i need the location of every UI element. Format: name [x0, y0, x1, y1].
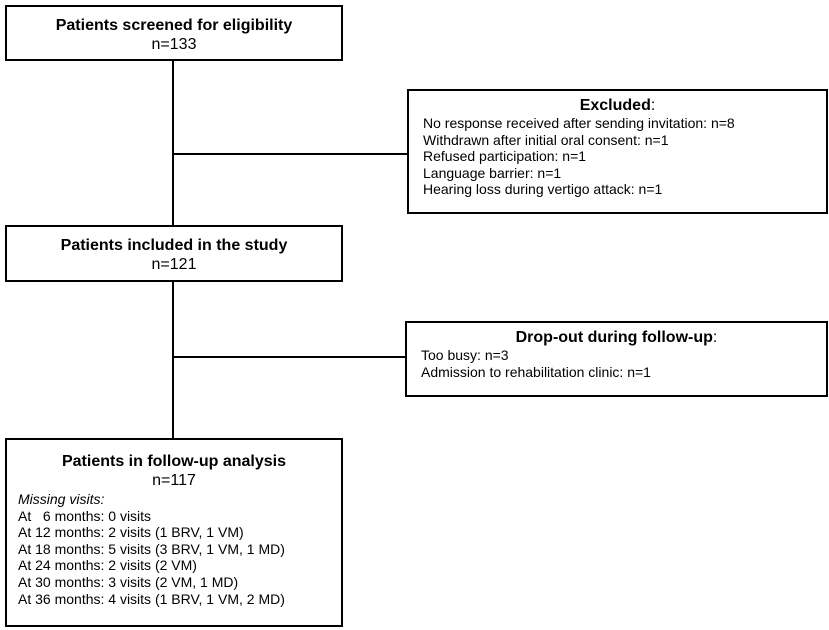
dropout-reason: Too busy: n=3 — [421, 347, 509, 363]
screened-title: Patients screened for eligibility — [55, 17, 293, 34]
excluded-reason: Language barrier: n=1 — [423, 164, 562, 181]
excluded-title: Excluded — [579, 97, 651, 114]
missing-visit-row: At 18 months: 5 visits (3 BRV, 1 VM, 1 M… — [18, 540, 285, 557]
dropout-heading: Drop-out during follow-up: — [421, 328, 826, 347]
connector-to-excluded — [172, 153, 408, 155]
excluded-reason: Withdrawn after initial oral consent: n=… — [423, 131, 669, 148]
included-box: Patients included in the study n=121 — [5, 225, 343, 282]
excluded-reason: Hearing loss during vertigo attack: n=1 — [423, 181, 663, 198]
followup-box: Patients in follow-up analysis n=117 Mis… — [5, 438, 343, 627]
followup-count: n=117 — [152, 472, 196, 489]
connector-included-to-followup — [172, 281, 174, 439]
connector-screened-to-included — [172, 59, 174, 227]
screened-box: Patients screened for eligibility n=133 — [5, 5, 343, 61]
excluded-box: Excluded: No response received after sen… — [407, 89, 828, 214]
missing-visit-row: At 6 months: 0 visits — [18, 507, 152, 524]
included-title: Patients included in the study — [60, 237, 288, 254]
excluded-reason: No response received after sending invit… — [423, 115, 735, 131]
dropout-title-colon: : — [712, 329, 718, 346]
excluded-heading: Excluded: — [423, 96, 826, 115]
followup-title: Patients in follow-up analysis — [61, 453, 287, 470]
dropout-title: Drop-out during follow-up — [515, 329, 713, 346]
dropout-reason: Admission to rehabilitation clinic: n=1 — [421, 363, 651, 380]
missing-visits-label: Missing visits: — [18, 491, 105, 507]
dropout-box: Drop-out during follow-up: Too busy: n=3… — [405, 321, 828, 397]
missing-visit-row: At 24 months: 2 visits (2 VM) — [18, 557, 197, 574]
screened-count: n=133 — [151, 36, 197, 53]
missing-visit-row: At 36 months: 4 visits (1 BRV, 1 VM, 2 M… — [18, 590, 285, 607]
missing-visit-row: At 12 months: 2 visits (1 BRV, 1 VM) — [18, 524, 244, 541]
missing-visit-row: At 30 months: 3 visits (2 VM, 1 MD) — [18, 573, 239, 590]
excluded-title-colon: : — [650, 97, 656, 114]
included-count: n=121 — [151, 256, 197, 273]
excluded-reason: Refused participation: n=1 — [423, 148, 587, 165]
connector-to-dropout — [172, 356, 406, 358]
